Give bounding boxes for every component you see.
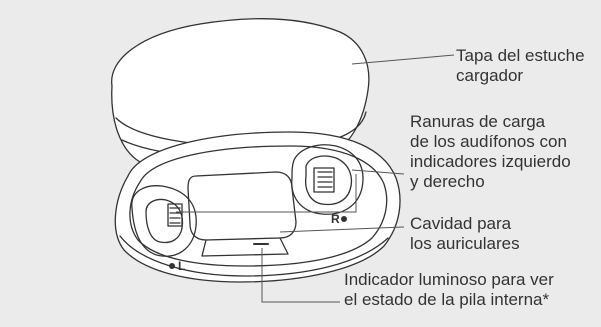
slots-leader-left — [176, 174, 357, 213]
label-charging-slots: Ranuras de carga de los audífonos con in… — [410, 112, 571, 191]
right-marker: R — [331, 212, 340, 226]
left-marker: L — [178, 259, 185, 273]
indicator-leader — [261, 248, 340, 303]
earbud-cavity — [187, 171, 297, 257]
label-lid: Tapa del estuche cargador — [456, 46, 585, 85]
right-indicator-dot — [341, 216, 347, 222]
left-earbud-slot — [131, 185, 197, 257]
side-markers: L R — [169, 212, 347, 273]
leader-lines — [176, 54, 455, 303]
case-base — [114, 131, 401, 283]
label-battery-indicator: Indicador luminoso para ver el estado de… — [344, 270, 554, 309]
left-indicator-dot — [169, 263, 175, 269]
right-earbud-slot — [291, 144, 364, 215]
lid-leader — [351, 54, 455, 65]
slots-leader-right — [351, 169, 405, 175]
cavity-leader — [279, 226, 405, 233]
label-cavity: Cavidad para los auriculares — [410, 214, 520, 253]
